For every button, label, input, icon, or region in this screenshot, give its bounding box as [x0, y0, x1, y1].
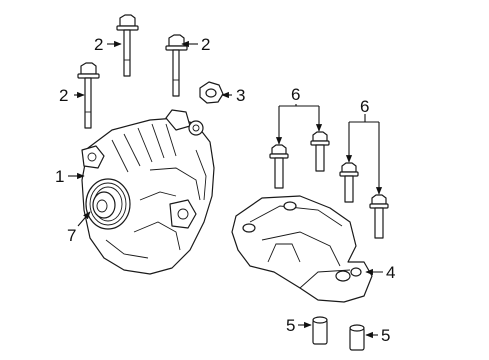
bolt-top-right	[165, 34, 188, 97]
pulley	[85, 178, 131, 230]
spacer-right	[349, 324, 365, 351]
alternator-assembly	[81, 109, 215, 275]
callout-bracket: 4	[386, 263, 395, 282]
callout-bolt-a: 2	[94, 35, 103, 54]
leader-lines	[68, 40, 383, 339]
spacer-left	[312, 316, 328, 345]
callout-spacer-a: 5	[286, 316, 295, 335]
mounting-bracket	[231, 195, 373, 303]
callout-pulley: 7	[67, 226, 76, 245]
stud-3	[339, 162, 359, 203]
stud-4	[369, 194, 389, 239]
stud-1	[269, 144, 289, 189]
callout-spacer-b: 5	[381, 326, 390, 345]
callout-stud-group-a: 6	[291, 85, 300, 104]
stud-2	[310, 131, 330, 172]
callout-nut: 3	[236, 86, 245, 105]
bolt-top-center	[116, 14, 139, 77]
callout-alternator: 1	[55, 167, 64, 186]
callout-bolt-c: 2	[59, 86, 68, 105]
bolt-left	[77, 62, 100, 129]
callout-bolt-b: 2	[201, 35, 210, 54]
nut-part	[199, 81, 224, 104]
callout-stud-group-b: 6	[360, 97, 369, 116]
